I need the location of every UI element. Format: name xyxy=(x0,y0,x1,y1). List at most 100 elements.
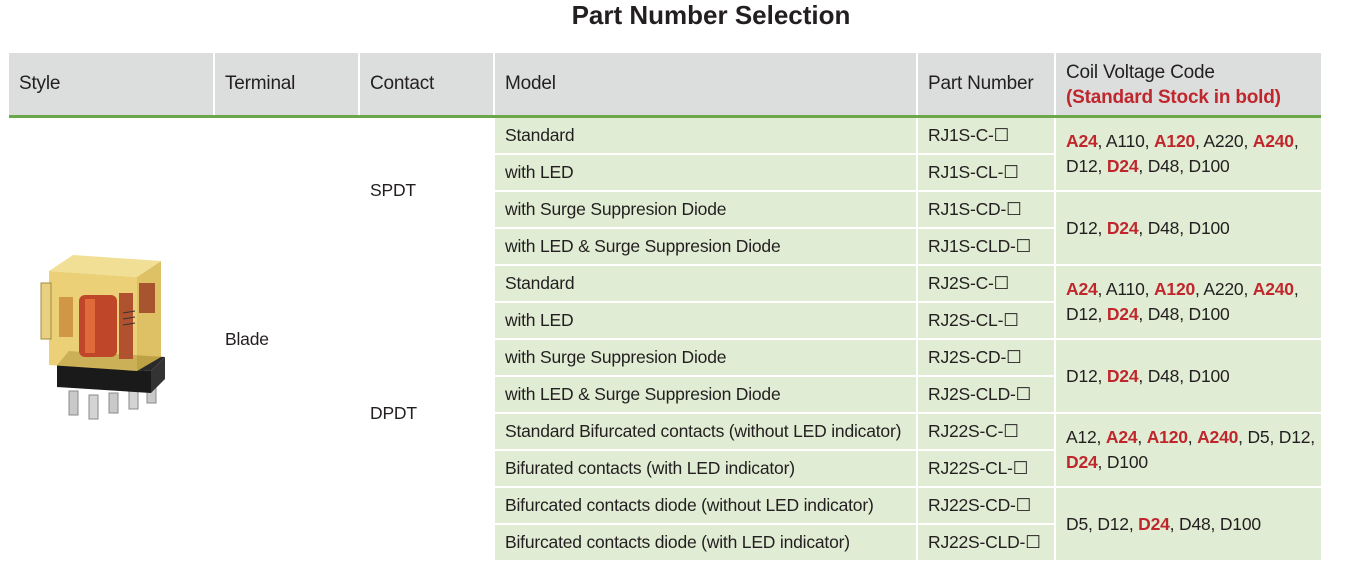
coil-code-separator: , xyxy=(1097,365,1107,386)
coil-code-stock: A24 xyxy=(1066,131,1098,151)
part-number-cell: RJ2S-CL-☐ xyxy=(916,301,1055,340)
part-number-cell: RJ22S-CLD-☐ xyxy=(916,523,1055,562)
table-row: DPDT Standard RJ2S-C-☐ A24, A110, A120, … xyxy=(9,264,1321,562)
coil-code-separator: , xyxy=(1179,304,1189,324)
coil-code-separator: , xyxy=(1087,513,1098,534)
coil-code-separator: , xyxy=(1310,427,1315,447)
coil-code: D100 xyxy=(1188,365,1230,386)
header-part-number: Part Number xyxy=(916,53,1055,118)
table-row: with LED RJ1S-CL-☐ xyxy=(9,153,1321,192)
table-row: Bifurcated contacts diode (without LED i… xyxy=(9,486,1321,562)
coil-code: D12 xyxy=(1066,156,1098,176)
coil-code-stock: D24 xyxy=(1106,217,1139,238)
part-number-cell: RJ2S-C-☐ xyxy=(916,264,1055,303)
coil-code-separator: , xyxy=(1128,513,1139,534)
coil-code: D48 xyxy=(1147,156,1180,176)
coil-code-stock: A120 xyxy=(1153,279,1196,299)
coil-code: D12 xyxy=(1278,427,1311,447)
header-terminal: Terminal xyxy=(213,53,359,118)
coil-code: D5 xyxy=(1247,427,1270,447)
coil-code-separator: , xyxy=(1293,279,1299,299)
coil-code-separator: , xyxy=(1243,279,1253,299)
coil-code: D12 xyxy=(1066,304,1098,324)
coil-code-separator: , xyxy=(1293,131,1299,151)
coil-code-separator: , xyxy=(1179,217,1189,238)
part-number-table: Style Terminal Contact Model Part Number… xyxy=(9,53,1321,562)
coil-code: D12 xyxy=(1066,217,1098,238)
coil-code-stock: D24 xyxy=(1138,513,1170,534)
table-row: Blade SPDT Standard RJ1S-C-☐ A24, A110, … xyxy=(9,115,1321,562)
coil-code-separator: , xyxy=(1187,427,1198,447)
coil-code: D100 xyxy=(1188,217,1230,238)
coil-code-separator: , xyxy=(1097,452,1107,472)
coil-code-separator: , xyxy=(1138,217,1148,238)
coil-code-stock: A24 xyxy=(1066,279,1098,299)
page-title: Part Number Selection xyxy=(571,0,851,30)
model-cell: with LED & Surge Suppresion Diode xyxy=(493,227,917,266)
style-image-cell xyxy=(9,115,214,562)
coil-stock-note: (Standard Stock in bold) xyxy=(1066,87,1281,108)
table-row: with LED & Surge Suppresion Diode RJ2S-C… xyxy=(9,375,1321,414)
coil-code: D100 xyxy=(1106,452,1148,472)
table-row: with LED & Surge Suppresion Diode RJ1S-C… xyxy=(9,227,1321,266)
part-number-cell: RJ2S-CLD-☐ xyxy=(916,375,1055,414)
coil-code-stock: A240 xyxy=(1252,131,1294,151)
coil-code-separator: , xyxy=(1179,365,1189,386)
coil-code-stock: D24 xyxy=(1066,452,1098,472)
coil-code-separator: , xyxy=(1138,156,1148,176)
coil-codes-cell: A24, A110, A120, A220, A240, D12, D24, D… xyxy=(1054,115,1321,192)
coil-code: D5 xyxy=(1066,513,1088,534)
model-cell: with Surge Suppresion Diode xyxy=(493,338,917,377)
coil-code: D100 xyxy=(1219,513,1261,534)
coil-code: D48 xyxy=(1147,217,1180,238)
coil-codes-cell: A24, A110, A120, A220, A240, D12, D24, D… xyxy=(1054,264,1321,340)
coil-code: D48 xyxy=(1179,513,1211,534)
part-number-cell: RJ1S-C-☐ xyxy=(916,115,1055,155)
part-number-cell: RJ2S-CD-☐ xyxy=(916,338,1055,377)
coil-code: A12 xyxy=(1066,427,1097,447)
coil-code-separator: , xyxy=(1097,304,1107,324)
model-cell: Bifurcated contacts diode (with LED indi… xyxy=(493,523,917,562)
coil-code: D12 xyxy=(1097,513,1129,534)
coil-code: D12 xyxy=(1066,365,1098,386)
coil-code-separator: , xyxy=(1269,427,1279,447)
coil-code-separator: , xyxy=(1169,513,1179,534)
coil-code-separator: , xyxy=(1195,279,1204,299)
part-number-cell: RJ1S-CLD-☐ xyxy=(916,227,1055,266)
coil-code-separator: , xyxy=(1179,156,1189,176)
contact-dpdt: DPDT xyxy=(358,264,494,562)
header-row: Style Terminal Contact Model Part Number… xyxy=(9,53,1321,118)
model-cell: Standard Bifurcated contacts (without LE… xyxy=(493,412,917,451)
coil-codes-cell: A12, A24, A120, A240, D5, D12, D24, D100 xyxy=(1054,412,1321,488)
model-cell: with LED xyxy=(493,301,917,340)
relay-photo xyxy=(40,255,165,420)
coil-code-stock: A24 xyxy=(1105,427,1138,447)
coil-code-separator: , xyxy=(1138,304,1148,324)
model-cell: Bifurcated contacts diode (without LED i… xyxy=(493,486,917,525)
model-cell: with LED & Surge Suppresion Diode xyxy=(493,375,917,414)
coil-code: D48 xyxy=(1147,304,1180,324)
model-cell: Standard xyxy=(493,115,917,155)
coil-code-stock: D24 xyxy=(1106,156,1139,176)
model-cell: with Surge Suppresion Diode xyxy=(493,190,917,229)
coil-code-separator: , xyxy=(1137,427,1147,447)
coil-code-separator: , xyxy=(1144,131,1154,151)
table-row: Standard Bifurcated contacts (without LE… xyxy=(9,412,1321,488)
coil-code-separator: , xyxy=(1210,513,1220,534)
part-number-cell: RJ1S-CL-☐ xyxy=(916,153,1055,192)
model-cell: Standard xyxy=(493,264,917,303)
coil-code: A110 xyxy=(1105,131,1145,151)
coil-code-separator: , xyxy=(1138,365,1148,386)
coil-code-separator: , xyxy=(1195,131,1204,151)
terminal-cell: Blade xyxy=(213,115,359,562)
coil-code-separator: , xyxy=(1097,131,1106,151)
coil-code-stock: A120 xyxy=(1153,131,1196,151)
coil-code-stock: A240 xyxy=(1197,427,1239,447)
coil-code-separator: , xyxy=(1243,131,1253,151)
coil-code-separator: , xyxy=(1097,279,1106,299)
coil-codes-cell: D5, D12, D24, D48, D100 xyxy=(1054,486,1321,562)
coil-code-separator: , xyxy=(1097,217,1107,238)
header-coil-voltage: Coil Voltage Code (Standard Stock in bol… xyxy=(1054,53,1321,118)
contact-spdt: SPDT xyxy=(358,115,494,266)
table-row: with Surge Suppresion Diode RJ2S-CD-☐ D1… xyxy=(9,338,1321,414)
